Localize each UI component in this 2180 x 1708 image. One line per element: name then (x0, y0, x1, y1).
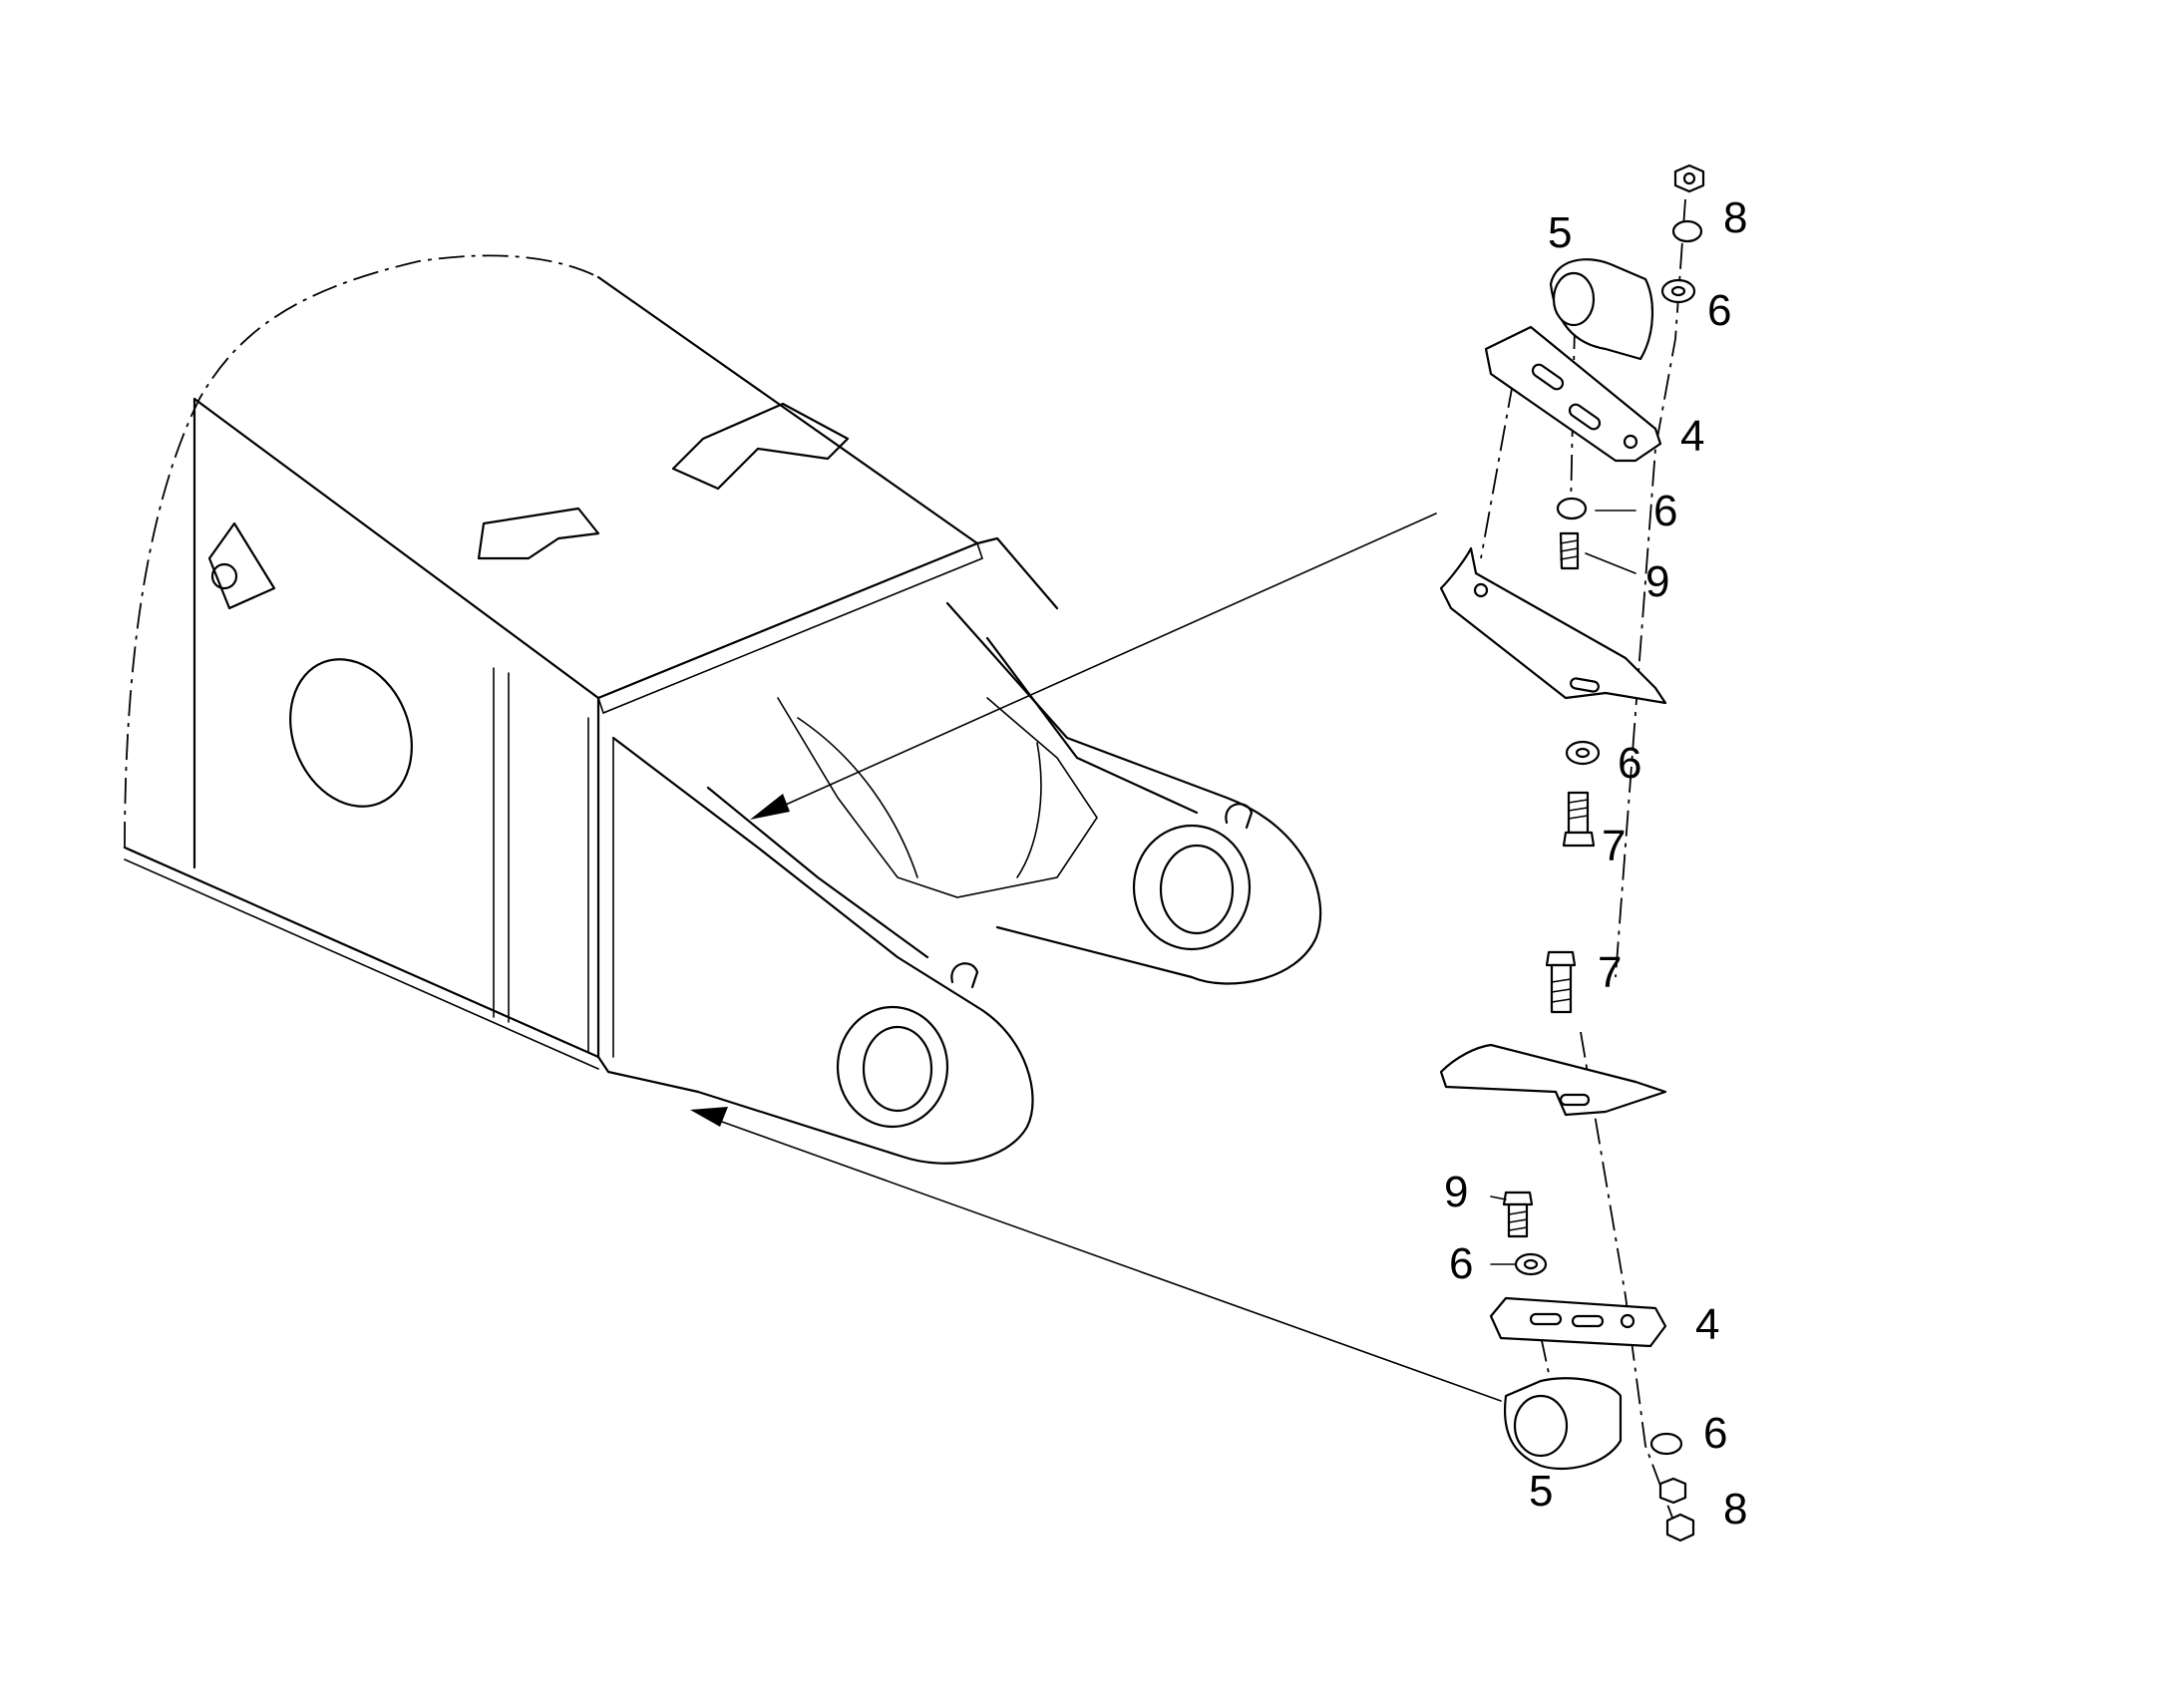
upper-plate-slot-1 (1531, 363, 1565, 391)
lower-nut (1665, 1513, 1695, 1542)
upper-plate-slot-2 (1568, 403, 1602, 431)
lower-washer-top-hole (1523, 1258, 1539, 1270)
arrow-lower-line (707, 1116, 1502, 1402)
callout-lower-nut: 8 (1723, 1485, 1747, 1534)
callout-upper-bolt-short: 9 (1645, 557, 1669, 606)
fork-arm-left-inner (706, 786, 929, 959)
upper-washer-top-hole (1670, 285, 1686, 297)
callout-lower-bolt-short: 9 (1444, 1168, 1468, 1216)
upper-washer-low-hole (1575, 747, 1591, 759)
arrow-upper-head (750, 794, 790, 820)
upper-centerline-2 (1480, 338, 1522, 559)
upper-lock-washer (1671, 219, 1703, 243)
upper-plate (1484, 325, 1662, 463)
leader-lower-9 (1490, 1196, 1507, 1200)
lower-plate-hole (1620, 1313, 1635, 1329)
boom-structure (123, 254, 1322, 1165)
callout-upper-washer-low: 6 (1618, 739, 1641, 788)
top-plate-step (597, 541, 983, 715)
boom-manhole (289, 658, 413, 808)
lower-lock-nut (1658, 1477, 1687, 1505)
callout-labels: 5 8 6 4 6 9 6 7 7 9 6 4 6 5 8 (1444, 193, 1747, 1534)
boom-top-plate-front (192, 397, 979, 700)
callout-lower-washer-top: 6 (1449, 1239, 1473, 1288)
callout-lower-washer-low: 6 (1703, 1409, 1727, 1458)
upper-bolt-long (1567, 791, 1590, 835)
fork-arm-right-inner (985, 636, 1199, 815)
lower-bolt-long (1550, 963, 1573, 1014)
callout-upper-bushing: 5 (1548, 208, 1572, 257)
fork-arm-left (611, 736, 1034, 1165)
upper-bushing-bore (1552, 271, 1596, 327)
callout-upper-washer-mid: 6 (1653, 487, 1677, 535)
lift-eye-right (1225, 803, 1254, 830)
upper-bolt-long-thread (1568, 799, 1589, 820)
lower-part-group (1439, 950, 1695, 1542)
leader-upper-9 (1585, 552, 1636, 574)
boom-bottom-edge (123, 846, 700, 1094)
leader-arrows (690, 512, 1502, 1402)
boss-right-hole (1159, 844, 1235, 935)
callout-upper-plate: 4 (1680, 412, 1704, 461)
lower-bolt-long-head (1545, 950, 1577, 967)
callout-lower-bolt-long: 7 (1598, 948, 1622, 997)
lower-clip (1439, 1043, 1667, 1117)
upper-centerline-3 (1570, 278, 1577, 510)
lower-bolt-long-thread (1551, 978, 1572, 1003)
lower-bushing-bore (1513, 1394, 1569, 1458)
callout-lower-plate: 4 (1695, 1300, 1719, 1349)
boss-left-hole (862, 1025, 933, 1113)
boom-bottom-edge-inner (124, 858, 599, 1070)
arrow-upper-line (767, 512, 1437, 814)
boom-side-seam-2 (587, 717, 614, 1058)
fork-crotch-contour (797, 717, 1042, 878)
upper-centerline-1 (1615, 198, 1686, 978)
upper-bolt-long-head (1562, 831, 1596, 848)
lower-bolt-short-head (1502, 1191, 1534, 1206)
lower-bolt-short-thread (1508, 1210, 1528, 1231)
lower-plate-slot-2 (1571, 1314, 1605, 1328)
fork-arm-right (945, 601, 1322, 985)
top-bracket-1 (477, 507, 600, 560)
fork-crotch (777, 697, 1098, 898)
callout-upper-bolt-long: 7 (1602, 822, 1626, 870)
lower-clip-slot (1559, 1093, 1591, 1107)
upper-plate-hole (1623, 434, 1638, 450)
lift-eye-left (950, 962, 979, 989)
callout-upper-nut: 8 (1723, 193, 1747, 242)
boss-right-outer (1132, 824, 1252, 951)
callout-lower-bushing: 5 (1529, 1467, 1553, 1516)
boom-side-seam-1 (493, 667, 510, 1023)
upper-nut-hole (1682, 171, 1696, 185)
upper-clip (1439, 546, 1667, 705)
callout-upper-washer-top: 6 (1707, 286, 1731, 335)
boss-left-outer (836, 1005, 949, 1129)
upper-washer-mid (1556, 497, 1588, 520)
boom-top-edge (596, 275, 1059, 610)
boom-cut-outline (124, 254, 599, 849)
upper-clip-hole-1 (1473, 582, 1489, 598)
arrow-lower-head (690, 1107, 728, 1127)
boom-side-lug (207, 521, 276, 610)
lower-plate-slot-1 (1529, 1312, 1563, 1326)
upper-part-group (1439, 164, 1705, 978)
lower-washer-low (1649, 1432, 1683, 1456)
top-bracket-2 (671, 402, 850, 491)
upper-clip-slot (1570, 677, 1600, 693)
boom-lug-hole (210, 562, 238, 590)
upper-bolt-short-thread (1560, 539, 1579, 560)
